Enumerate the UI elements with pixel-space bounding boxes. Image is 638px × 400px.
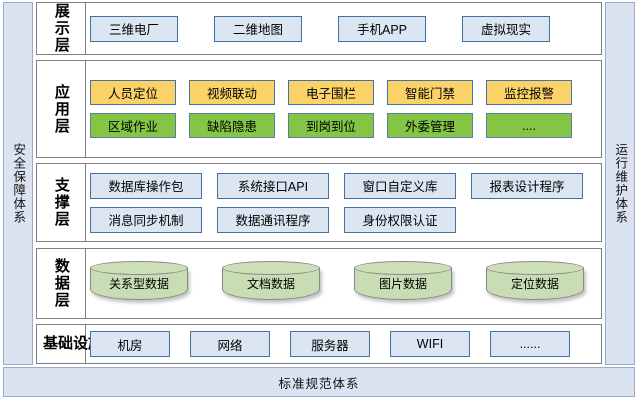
layer-data-label-cell: 数据层 xyxy=(37,249,86,318)
node-monitoring-alarm[interactable]: 监控报警 xyxy=(486,80,572,105)
layer-application-body: 人员定位 视频联动 电子围栏 智能门禁 监控报警 区域作业 缺陷隐患 到岗到位 … xyxy=(86,61,601,157)
node-server[interactable]: 服务器 xyxy=(290,331,370,357)
node-mobile-app[interactable]: 手机APP xyxy=(338,15,426,42)
layer-application: 应用层 人员定位 视频联动 电子围栏 智能门禁 监控报警 区域作业 缺陷隐患 到… xyxy=(36,60,602,158)
cylinder-top-icon xyxy=(486,260,584,275)
layer-data: 数据层 关系型数据 文档数据 图片数据 xyxy=(36,248,602,319)
layer-support: 支撑层 数据库操作包 系统接口API 窗口自定义库 报表设计程序 消息同步机制 … xyxy=(36,163,602,242)
layer-infrastructure-label: 基础设施 xyxy=(43,334,104,352)
cylinder-image-data[interactable]: 图片数据 xyxy=(354,260,452,307)
layer-support-body: 数据库操作包 系统接口API 窗口自定义库 报表设计程序 消息同步机制 数据通讯… xyxy=(86,164,601,241)
node-report-design-program[interactable]: 报表设计程序 xyxy=(471,172,583,199)
node-defect-hazard[interactable]: 缺陷隐患 xyxy=(189,113,275,138)
cylinder-image-data-label: 图片数据 xyxy=(378,277,427,291)
node-3d-plant[interactable]: 三维电厂 xyxy=(90,15,178,42)
standards-specification-label: 标准规范体系 xyxy=(278,376,360,391)
node-system-interface-api[interactable]: 系统接口API xyxy=(217,172,329,199)
layer-support-row-2: 消息同步机制 数据通讯程序 身份权限认证 xyxy=(90,206,597,233)
layer-application-row-1: 人员定位 视频联动 电子围栏 智能门禁 监控报警 xyxy=(90,80,597,105)
node-message-sync-mechanism[interactable]: 消息同步机制 xyxy=(90,206,202,233)
node-infrastructure-more[interactable]: ...... xyxy=(490,331,570,357)
layer-support-row-1: 数据库操作包 系统接口API 窗口自定义库 报表设计程序 xyxy=(90,172,597,199)
cylinder-relational-data-label: 关系型数据 xyxy=(108,277,169,291)
node-wifi[interactable]: WIFI xyxy=(390,331,470,357)
node-post-attendance[interactable]: 到岗到位 xyxy=(288,113,374,138)
node-video-linkage[interactable]: 视频联动 xyxy=(189,80,275,105)
layer-infrastructure-label-cell: 基础设施 xyxy=(37,325,104,363)
layer-presentation-body: 三维电厂 二维地图 手机APP 虚拟现实 xyxy=(86,3,601,54)
node-electronic-fence[interactable]: 电子围栏 xyxy=(288,80,374,105)
node-virtual-reality[interactable]: 虚拟现实 xyxy=(462,15,550,42)
cylinder-top-icon xyxy=(90,260,188,275)
node-identity-authorization[interactable]: 身份权限认证 xyxy=(344,206,456,233)
cylinder-positioning-data-label: 定位数据 xyxy=(510,277,559,291)
node-data-communication-program[interactable]: 数据通讯程序 xyxy=(217,206,329,233)
layer-application-label-cell: 应用层 xyxy=(37,61,86,157)
standards-specification-bar: 标准规范体系 xyxy=(3,367,635,397)
cylinder-document-data-label: 文档数据 xyxy=(246,277,295,291)
layer-data-body: 关系型数据 文档数据 图片数据 定位数据 xyxy=(86,249,601,318)
cylinder-top-icon xyxy=(222,260,320,275)
layer-presentation-label-cell: 展示层 xyxy=(37,3,86,54)
layer-infrastructure: 基础设施 机房 网络 服务器 WIFI ...... xyxy=(36,324,602,364)
node-window-custom-library[interactable]: 窗口自定义库 xyxy=(344,172,456,199)
layer-infrastructure-body: 机房 网络 服务器 WIFI ...... xyxy=(86,325,601,363)
node-personnel-positioning[interactable]: 人员定位 xyxy=(90,80,176,105)
layer-presentation-row-1: 三维电厂 二维地图 手机APP 虚拟现实 xyxy=(90,15,597,42)
layer-application-label: 应用层 xyxy=(52,83,70,135)
node-area-operation[interactable]: 区域作业 xyxy=(90,113,176,138)
layer-data-label: 数据层 xyxy=(52,258,70,309)
node-smart-access-control[interactable]: 智能门禁 xyxy=(387,80,473,105)
cylinder-document-data[interactable]: 文档数据 xyxy=(222,260,320,307)
node-network[interactable]: 网络 xyxy=(190,331,270,357)
operation-maintenance-pillar: 运行维护体系 xyxy=(605,2,635,365)
layer-application-row-2: 区域作业 缺陷隐患 到岗到位 外委管理 .... xyxy=(90,113,597,138)
node-application-more[interactable]: .... xyxy=(486,113,572,138)
node-2d-map[interactable]: 二维地图 xyxy=(214,15,302,42)
cylinder-positioning-data[interactable]: 定位数据 xyxy=(486,260,584,307)
node-database-operation-package[interactable]: 数据库操作包 xyxy=(90,172,202,199)
layer-presentation: 展示层 三维电厂 二维地图 手机APP 虚拟现实 xyxy=(36,2,602,55)
node-outsourcing-management[interactable]: 外委管理 xyxy=(387,113,473,138)
security-assurance-pillar: 安全保障体系 xyxy=(3,2,33,365)
node-machine-room[interactable]: 机房 xyxy=(90,331,170,357)
cylinder-relational-data[interactable]: 关系型数据 xyxy=(90,260,188,307)
security-assurance-label: 安全保障体系 xyxy=(11,143,26,224)
operation-maintenance-label: 运行维护体系 xyxy=(613,143,628,224)
layer-presentation-label: 展示层 xyxy=(52,3,70,54)
layer-data-row-1: 关系型数据 文档数据 图片数据 定位数据 xyxy=(90,260,597,307)
cylinder-top-icon xyxy=(354,260,452,275)
layer-support-label: 支撑层 xyxy=(52,177,70,228)
layer-infrastructure-row-1: 机房 网络 服务器 WIFI ...... xyxy=(90,331,597,357)
layer-support-label-cell: 支撑层 xyxy=(37,164,86,241)
